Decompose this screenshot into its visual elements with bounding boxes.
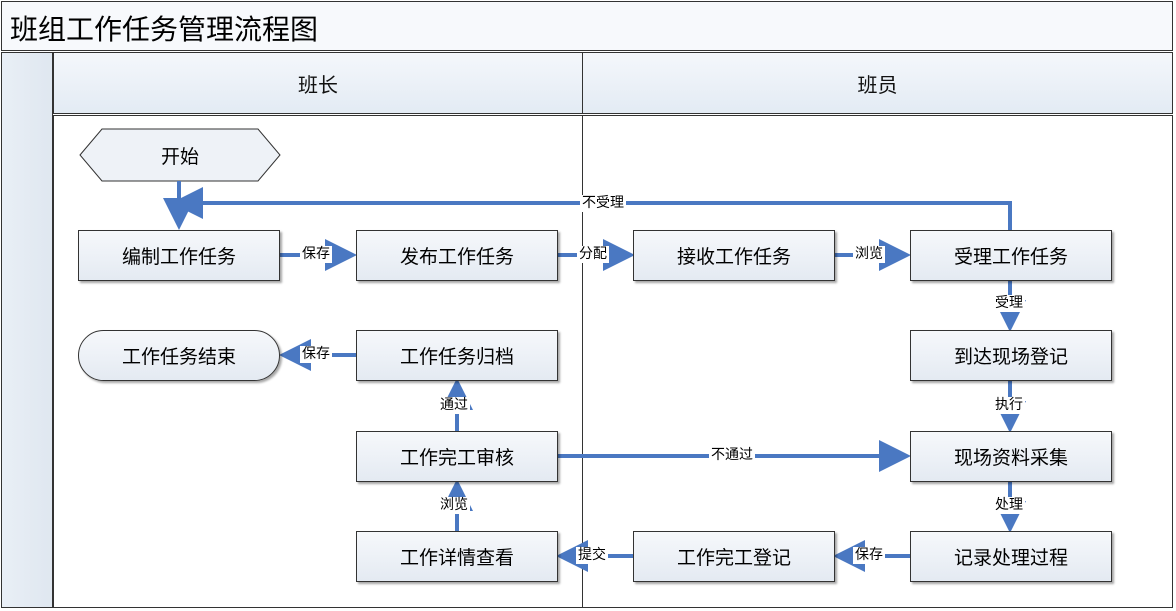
lane-header-leader: 班长 xyxy=(53,52,583,114)
edge-label-process: 处理 xyxy=(993,497,1025,514)
lane-header-member: 班员 xyxy=(582,52,1173,114)
node-completion-register[interactable]: 工作完工登记 xyxy=(633,531,835,582)
node-receive-task[interactable]: 接收工作任务 xyxy=(633,230,835,281)
swimlane-row-header xyxy=(1,52,53,608)
edge-label-save-3: 保存 xyxy=(300,346,332,363)
diagram-title: 班组工作任务管理流程图 xyxy=(10,13,319,46)
edge-label-save-2: 保存 xyxy=(853,547,885,564)
node-arrive-register[interactable]: 到达现场登记 xyxy=(910,330,1112,381)
edge-label-save-1: 保存 xyxy=(300,246,332,263)
node-collect-data[interactable]: 现场资料采集 xyxy=(910,431,1112,482)
start-node[interactable]: 开始 xyxy=(160,145,199,168)
edge-label-fail: 不通过 xyxy=(709,447,755,464)
edge-label-submit: 提交 xyxy=(576,547,608,564)
start-node-shape xyxy=(79,128,281,182)
edge-label-browse-1: 浏览 xyxy=(853,246,885,263)
edge-label-browse-2: 浏览 xyxy=(438,497,470,514)
node-completion-review[interactable]: 工作完工审核 xyxy=(356,431,558,482)
node-accept-task[interactable]: 受理工作任务 xyxy=(910,230,1112,281)
edge-label-reject: 不受理 xyxy=(580,195,626,212)
diagram-title-bar: 班组工作任务管理流程图 xyxy=(1,1,1173,51)
edge-label-assign: 分配 xyxy=(577,246,609,263)
edge-label-accept: 受理 xyxy=(993,295,1025,312)
node-detail-view[interactable]: 工作详情查看 xyxy=(356,531,558,582)
end-node[interactable]: 工作任务结束 xyxy=(78,330,280,381)
node-publish-task[interactable]: 发布工作任务 xyxy=(356,230,558,281)
node-archive-task[interactable]: 工作任务归档 xyxy=(356,330,558,381)
edge-label-execute: 执行 xyxy=(993,397,1025,414)
edge-label-pass: 通过 xyxy=(438,397,470,414)
node-compile-task[interactable]: 编制工作任务 xyxy=(78,230,280,281)
edge-reject-loop xyxy=(171,187,1012,230)
node-record-process[interactable]: 记录处理过程 xyxy=(910,531,1112,582)
